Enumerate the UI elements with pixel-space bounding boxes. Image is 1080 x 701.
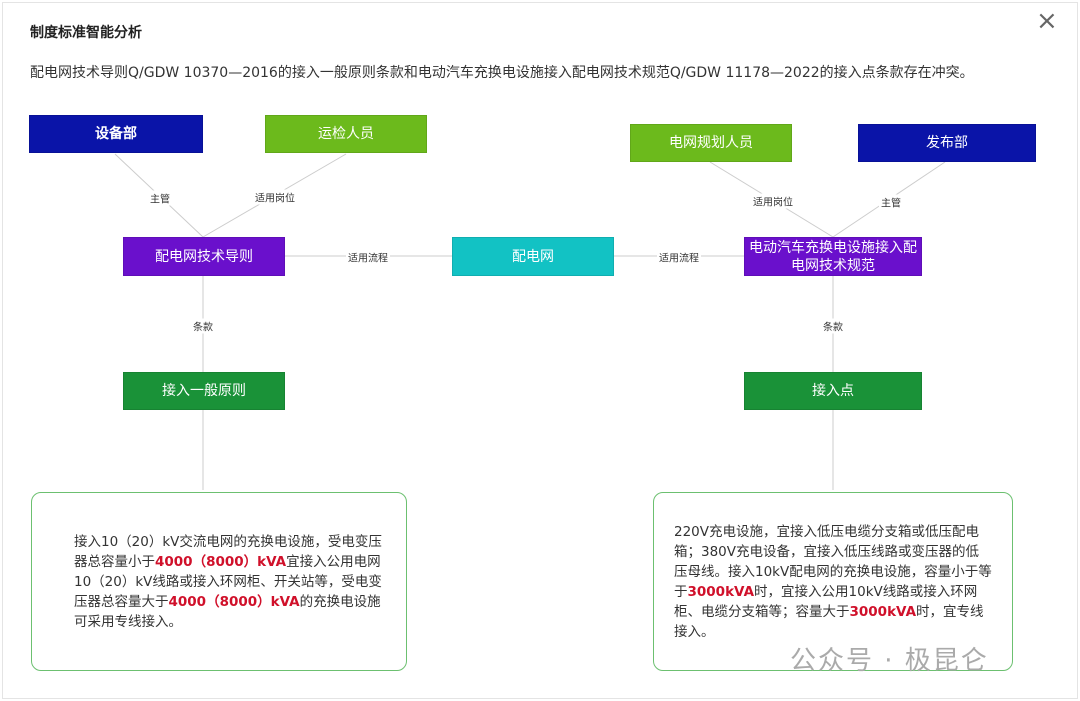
node-principle[interactable]: 接入一般原则 [123,372,285,410]
right-clause-text: 220V充电设施，宜接入低压电缆分支箱或低压配电箱；380V充电设备，宜接入低压… [654,522,1012,642]
highlight: 4000（8000）kVA [168,593,300,610]
watermark: 公众号 · 极昆仑 [790,646,989,676]
node-planner[interactable]: 电网规划人员 [630,124,792,162]
edge-label: 主管 [879,194,903,210]
text: 的充换电设施可采用专线接入。 [74,593,381,630]
edge-label: 适用流程 [346,249,390,265]
text: 时，宜接入公用10kV线路或接入环网柜、电缆分支箱等；容量大于 [674,583,978,620]
text: 接入10（20）kV交流电网的充换电设施，受电变压器总容量小于 [74,533,382,570]
text: 时，宜专线接入。 [674,603,984,640]
edge-label: 适用岗位 [253,189,297,205]
conflict-description: 配电网技术导则Q/GDW 10370—2016的接入一般原则条款和电动汽车充换电… [30,65,974,81]
node-guide[interactable]: 配电网技术导则 [123,237,285,276]
highlight: 3000kVA [687,583,755,600]
edge-label: 适用岗位 [751,193,795,209]
dialog-title: 制度标准智能分析 [30,25,142,41]
highlight: 4000（8000）kVA [155,553,287,570]
node-spec[interactable]: 电动汽车充换电设施接入配电网技术规范 [744,237,922,276]
edge-label: 适用流程 [657,249,701,265]
left-clause-text: 接入10（20）kV交流电网的充换电设施，受电变压器总容量小于4000（8000… [32,532,406,632]
node-inspect[interactable]: 运检人员 [265,115,427,153]
edge-label: 主管 [148,190,172,206]
node-dept[interactable]: 设备部 [29,115,203,153]
close-icon[interactable]: × [1036,6,1058,36]
highlight: 3000kVA [849,603,917,620]
edge-label: 条款 [821,318,845,334]
edge-label: 条款 [191,318,215,334]
node-publish[interactable]: 发布部 [858,124,1036,162]
right-clause-box: 220V充电设施，宜接入低压电缆分支箱或低压配电箱；380V充电设备，宜接入低压… [653,492,1013,671]
text: 宜接入公用电网10（20）kV线路或接入环网柜、开关站等，受电变压器总容量大于 [74,553,382,610]
text: 220V充电设施，宜接入低压电缆分支箱或低压配电箱；380V充电设备，宜接入低压… [674,523,992,600]
node-grid[interactable]: 配电网 [452,237,614,276]
left-clause-box: 接入10（20）kV交流电网的充换电设施，受电变压器总容量小于4000（8000… [31,492,407,671]
node-point[interactable]: 接入点 [744,372,922,410]
